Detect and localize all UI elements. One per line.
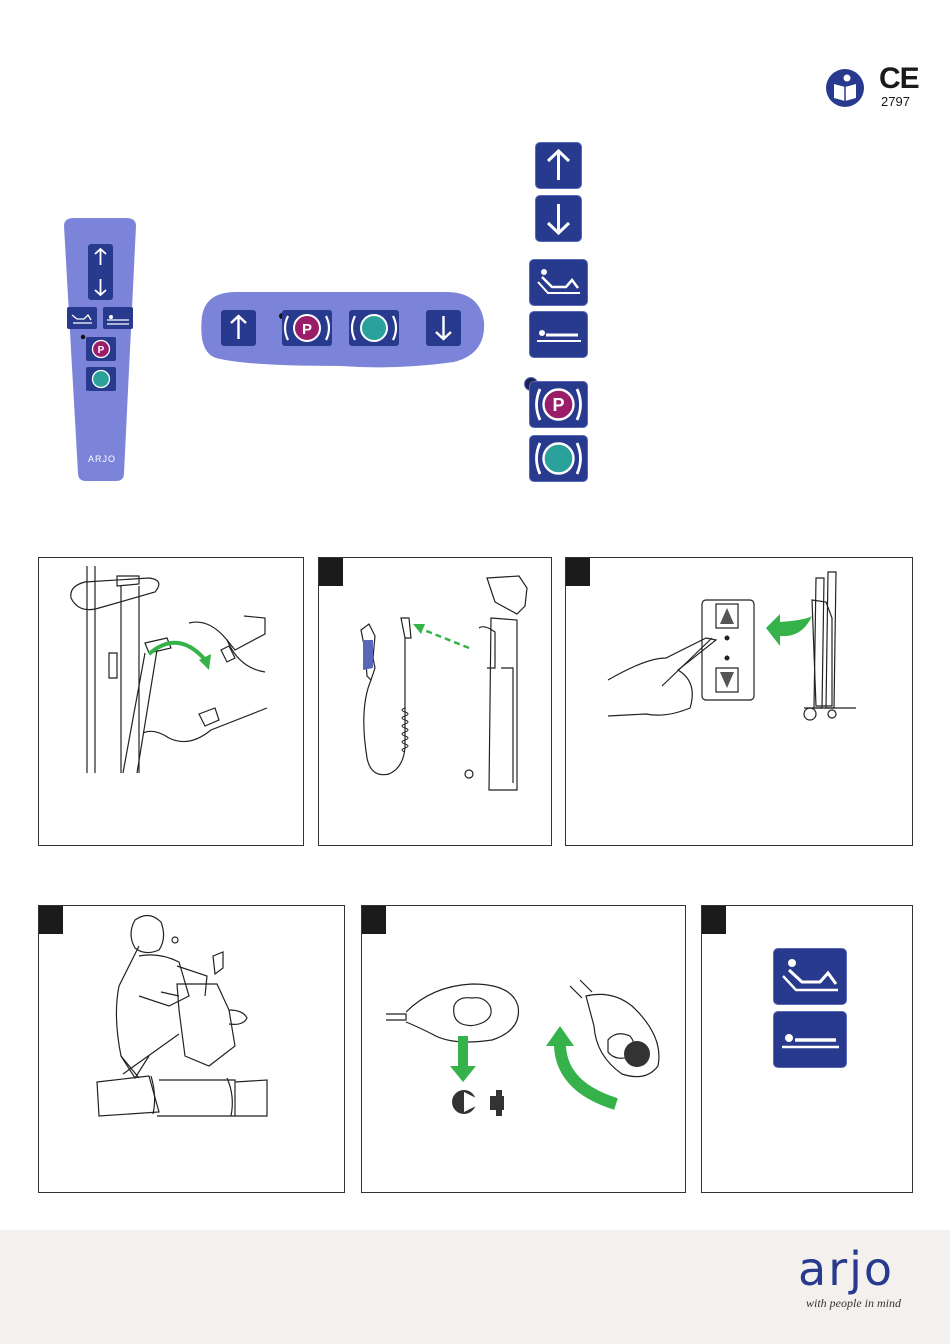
svg-text:P: P bbox=[552, 395, 564, 415]
ce-number: 2797 bbox=[881, 94, 910, 109]
step-panel-5 bbox=[361, 905, 686, 1193]
step-panel-4 bbox=[38, 905, 345, 1193]
test-buttons-illustration bbox=[566, 558, 912, 845]
step-marker-5 bbox=[362, 906, 386, 934]
nurse-bed-illustration bbox=[39, 906, 344, 1192]
chair-position-button-icon bbox=[774, 949, 846, 1004]
svg-text:P: P bbox=[302, 321, 312, 338]
read-manual-icon bbox=[825, 68, 865, 108]
chair-position-icon bbox=[530, 260, 587, 305]
ce-mark: CE bbox=[879, 62, 919, 96]
park-brake-icon: P bbox=[530, 382, 587, 427]
svg-text:P: P bbox=[98, 345, 105, 356]
step-panel-3 bbox=[565, 557, 913, 846]
arjo-tagline: with people in mind bbox=[806, 1296, 901, 1311]
step-marker-3 bbox=[566, 558, 590, 586]
step-panel-2 bbox=[318, 557, 552, 846]
arjo-logo: arjo bbox=[798, 1244, 894, 1294]
step-panel-1 bbox=[38, 557, 304, 846]
handset-horizontal: P bbox=[196, 286, 488, 368]
flat-position-button-icon bbox=[774, 1012, 846, 1067]
free-wheel-icon bbox=[530, 436, 587, 481]
footer: arjo with people in mind bbox=[0, 1230, 950, 1344]
handset-cable-illustration bbox=[319, 558, 551, 845]
handset-brand: ARJO bbox=[88, 454, 116, 464]
flat-position-icon bbox=[530, 312, 587, 357]
step-marker-2 bbox=[319, 558, 343, 586]
step-panel-6 bbox=[701, 905, 913, 1193]
step-marker-4 bbox=[39, 906, 63, 934]
arrow-up-icon bbox=[536, 143, 581, 188]
wall-bracket-illustration bbox=[39, 558, 303, 845]
arrow-down-icon bbox=[536, 196, 581, 241]
connector-mount-illustration bbox=[362, 906, 685, 1192]
handset-vertical: P ARJO bbox=[62, 218, 140, 483]
step-marker-6 bbox=[702, 906, 726, 934]
